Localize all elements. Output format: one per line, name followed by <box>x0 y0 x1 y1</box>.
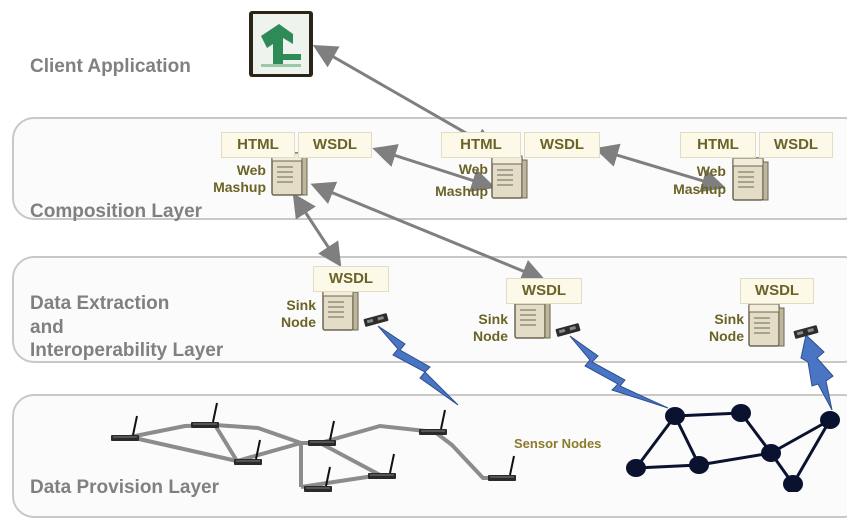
arrow-client-mashup2 <box>312 45 498 151</box>
extraction-layer-title-line2: and <box>30 317 64 338</box>
arrow-mashup1-mashup2 <box>372 144 496 192</box>
arrow-mashup1-sink1 <box>292 192 342 268</box>
sensor-mesh-links <box>634 411 832 485</box>
router-icon <box>190 402 220 429</box>
sensor-node <box>626 459 646 477</box>
tablet-icon <box>249 11 313 77</box>
composition-layer-title: Composition Layer <box>30 201 203 222</box>
wsdl-label: WSDL <box>759 132 833 158</box>
sink-label-line1: Sink <box>478 311 508 327</box>
sensor-node <box>665 407 685 425</box>
sink-wsdl-label: WSDL <box>313 266 389 292</box>
sink-label-line1: Sink <box>714 311 744 327</box>
arrow-mashup2-mashup3 <box>594 143 726 193</box>
sensor-nodes <box>626 404 840 492</box>
router-icon <box>367 453 397 480</box>
mashup-label-line2: Mashup <box>213 179 266 195</box>
sensor-mote-icon <box>363 313 389 327</box>
mashup-server-icon <box>491 155 528 199</box>
sensor-node <box>783 475 803 492</box>
sink-label-line1: Sink <box>286 297 316 313</box>
sink-server-icon <box>748 303 785 347</box>
sink-label-line2: Node <box>281 314 316 330</box>
router-icon <box>307 420 337 447</box>
extraction-layer-title-line1: Data Extraction <box>30 293 170 314</box>
client-application-title: Client Application <box>30 56 191 77</box>
sink-label-line2: Node <box>473 328 508 344</box>
sink-wsdl-label: WSDL <box>740 278 814 304</box>
html-label: HTML <box>441 132 521 158</box>
mashup-server-icon <box>732 157 769 201</box>
diagram-connections <box>110 45 840 492</box>
sink-server-icon <box>322 287 359 331</box>
tablet-screen <box>253 14 309 74</box>
sink-wsdl-label: WSDL <box>506 278 582 304</box>
mashup-label-line2: Mashup <box>435 183 488 199</box>
router-icon <box>110 415 140 442</box>
sensor-node <box>820 411 840 429</box>
router-icon <box>303 466 333 492</box>
wireless-link-icon <box>569 335 669 409</box>
sink-label-line2: Node <box>709 328 744 344</box>
wireless-link-icon <box>377 325 459 406</box>
provision-layer-title: Data Provision Layer <box>30 477 220 498</box>
mashup-label-line1: Web <box>696 163 726 179</box>
sensor-node <box>689 456 709 474</box>
arrow-mashup1-sink2 <box>310 181 546 283</box>
router-icon <box>233 439 263 466</box>
wsdl-label: WSDL <box>524 132 600 158</box>
mashup-label-line1: Web <box>458 161 488 177</box>
sensor-node <box>731 404 751 422</box>
sensor-nodes-label: Sensor Nodes <box>514 436 602 451</box>
sensor-mote-icon <box>555 323 581 337</box>
mashup-label-line1: Web <box>236 162 266 178</box>
router-icon <box>487 455 517 482</box>
wsdl-label: WSDL <box>298 132 372 158</box>
mashup-label-line2: Mashup <box>673 181 726 197</box>
wireless-link-icon <box>800 334 834 411</box>
extraction-layer-title-line3: Interoperability Layer <box>30 340 224 361</box>
html-label: HTML <box>680 132 756 158</box>
mashup-server-icon <box>271 152 308 196</box>
sensor-node <box>761 444 781 462</box>
html-label: HTML <box>221 132 295 158</box>
router-icon <box>418 409 448 436</box>
